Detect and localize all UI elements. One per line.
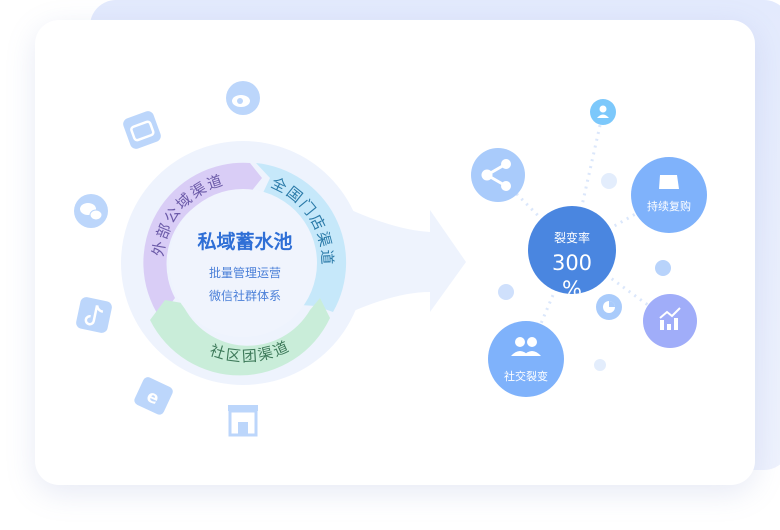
flow-arrow (330, 200, 466, 322)
shopping-bag-icon (659, 175, 679, 189)
pool-title: 私域蓄水池 (197, 230, 292, 253)
tiktok-icon (76, 297, 112, 333)
pie-chart-icon (596, 294, 622, 320)
repurchase-bubble: 持续复购 (631, 157, 707, 233)
svg-text:社交裂变: 社交裂变 (504, 369, 548, 383)
pool-line1: 批量管理运营 (209, 265, 281, 280)
weibo-icon (226, 81, 260, 115)
share-icon (471, 148, 525, 202)
segment-external (143, 162, 262, 318)
wechat-icon (74, 194, 108, 228)
chart-bubble (643, 294, 697, 348)
growth-chart-icon (660, 318, 678, 330)
social-bubble: 社交裂变 (488, 321, 564, 397)
store-icon (228, 405, 258, 437)
dot (594, 359, 606, 371)
pool-line2: 微信社群体系 (209, 288, 281, 303)
fission-label: 裂变率 (554, 230, 590, 245)
user-icon (590, 99, 616, 125)
segment-community (150, 298, 330, 376)
ie-icon: e (134, 377, 173, 415)
pool-center (169, 189, 317, 337)
group-icon (511, 337, 541, 356)
bilibili-icon (123, 111, 161, 149)
fission-unit: % (562, 277, 582, 301)
dot (498, 284, 514, 300)
svg-text:持续复购: 持续复购 (647, 199, 691, 213)
dot (601, 173, 617, 189)
fission-value: 300 (552, 251, 592, 275)
fission-rate-bubble: 裂变率 300 % (528, 206, 616, 301)
dot (655, 260, 671, 276)
